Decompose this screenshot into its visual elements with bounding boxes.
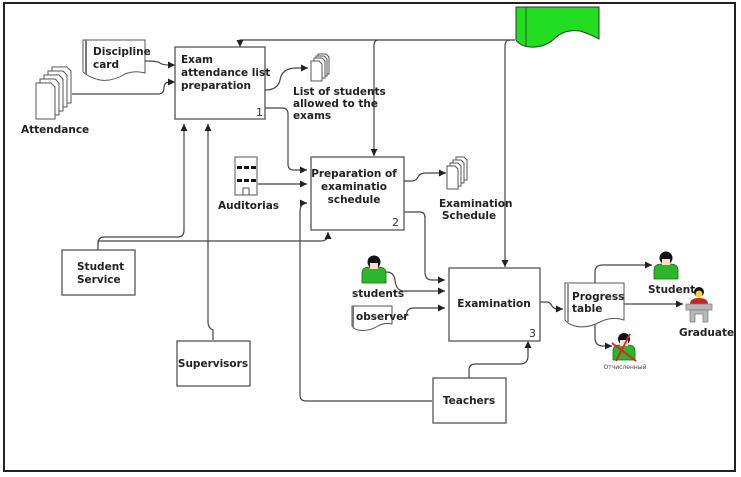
entity-student-service[interactable]: Student Service <box>61 249 136 296</box>
student-label: Student <box>648 284 695 296</box>
process-1-number: 1 <box>256 106 263 119</box>
progress-table-shape <box>564 282 625 328</box>
process-3[interactable]: Examination 3 <box>448 267 541 342</box>
process-2-label-line-2: examinatio <box>321 181 387 193</box>
auditorias-label: Auditorias <box>218 200 279 212</box>
flow-p3-to-progress <box>540 301 563 313</box>
flow-progress-to-expelled <box>594 322 612 350</box>
document-attendance[interactable]: Attendance <box>21 66 89 136</box>
exam-schedule-stack-icon <box>446 156 468 190</box>
flows <box>72 39 683 402</box>
supervisors-box <box>176 340 251 387</box>
process-2-box <box>310 156 405 231</box>
green-document[interactable] <box>515 6 600 48</box>
green-document-shape <box>515 6 600 48</box>
discipline-card-shape <box>82 39 146 81</box>
discipline-card-line-2: card <box>93 59 119 71</box>
flow-p2-to-p3 <box>404 211 445 284</box>
actor-expelled[interactable]: Отчисленный <box>604 333 647 371</box>
flow-service-to-p1 <box>97 124 188 250</box>
flow-discipline-to-p1 <box>144 60 175 69</box>
attendance-label: Attendance <box>21 124 89 136</box>
observer-shape <box>351 305 393 331</box>
entity-supervisors[interactable]: Supervisors <box>176 340 251 387</box>
supervisors-label: Supervisors <box>178 358 248 370</box>
flow-teachers-to-p2 <box>299 199 432 402</box>
flow-observer-to-p3 <box>401 304 445 319</box>
process-1-label-line-1: Exam <box>181 54 213 66</box>
list-allowed-line-2: allowed to the <box>293 98 378 110</box>
graduate-label: Graduate <box>679 327 734 339</box>
progress-table-line-1: Progress <box>572 291 624 303</box>
process-1[interactable]: Exam attendance list preparation 1 <box>174 46 270 120</box>
process-2[interactable]: Preparation of examinatio schedule 2 <box>310 156 405 231</box>
expelled-label: Отчисленный <box>604 364 647 371</box>
process-3-box <box>448 267 541 342</box>
flow-green-to-p3 <box>501 39 511 267</box>
actor-graduate[interactable]: Graduate <box>679 287 734 339</box>
actor-students[interactable]: students <box>352 255 404 301</box>
flow-attendance-to-p1 <box>72 78 175 95</box>
process-1-label-line-3: preparation <box>181 80 251 92</box>
entity-teachers[interactable]: Teachers <box>432 377 507 424</box>
cross-out-icon <box>611 342 637 362</box>
document-list-allowed[interactable]: List of students allowed to the exams <box>293 53 386 122</box>
observer-label: observer <box>356 311 409 323</box>
process-2-label-line-1: Preparation of <box>311 168 397 180</box>
actor-student[interactable]: Student <box>648 251 695 297</box>
flow-green-to-p2 <box>370 39 379 156</box>
student-service-box <box>61 249 136 296</box>
discipline-card-line-1: Discipline <box>93 46 151 58</box>
expelled-person-icon <box>611 333 637 362</box>
flow-students-to-p3 <box>385 271 445 295</box>
document-exam-schedule[interactable]: Examination Schedule <box>439 156 512 222</box>
flow-p1-to-p2 <box>265 107 307 174</box>
process-1-box <box>174 46 266 120</box>
process-1-label-line-2: attendance list <box>181 67 270 79</box>
person-icon <box>361 255 387 284</box>
process-3-number: 3 <box>529 327 536 340</box>
flow-service-to-p2 <box>97 232 332 244</box>
attendance-stack-icon <box>35 66 72 120</box>
flow-teachers-to-p3 <box>468 341 532 378</box>
flow-green-to-p1 <box>236 39 515 47</box>
flow-p1-to-list <box>264 64 308 91</box>
progress-table-line-2: table <box>572 303 602 315</box>
building-icon <box>234 156 258 196</box>
students-label: students <box>352 288 404 300</box>
document-discipline-card[interactable]: Discipline card <box>82 39 151 81</box>
flow-progress-to-student <box>594 261 652 283</box>
process-2-label-line-3: schedule <box>328 194 381 206</box>
list-allowed-line-3: exams <box>293 110 331 122</box>
student-service-line-1: Student <box>77 261 124 273</box>
document-progress-table[interactable]: Progress table <box>564 282 625 328</box>
graduate-at-desk-icon <box>685 287 713 323</box>
flow-p2-to-schedule <box>404 169 446 182</box>
process-3-label: Examination <box>457 298 530 310</box>
teachers-box <box>432 377 507 424</box>
document-auditorias[interactable]: Auditorias <box>218 156 279 212</box>
person-icon <box>653 251 679 280</box>
process-2-number: 2 <box>392 216 399 229</box>
list-allowed-stack-icon <box>310 53 330 82</box>
student-service-line-2: Service <box>77 274 121 286</box>
exam-schedule-line-2: Schedule <box>442 210 496 222</box>
flow-supervisors-to-p1 <box>204 124 214 340</box>
document-observer[interactable]: observer <box>351 305 409 331</box>
list-allowed-line-1: List of students <box>293 86 386 98</box>
teachers-label: Teachers <box>443 395 495 407</box>
exam-schedule-line-1: Examination <box>439 198 512 210</box>
